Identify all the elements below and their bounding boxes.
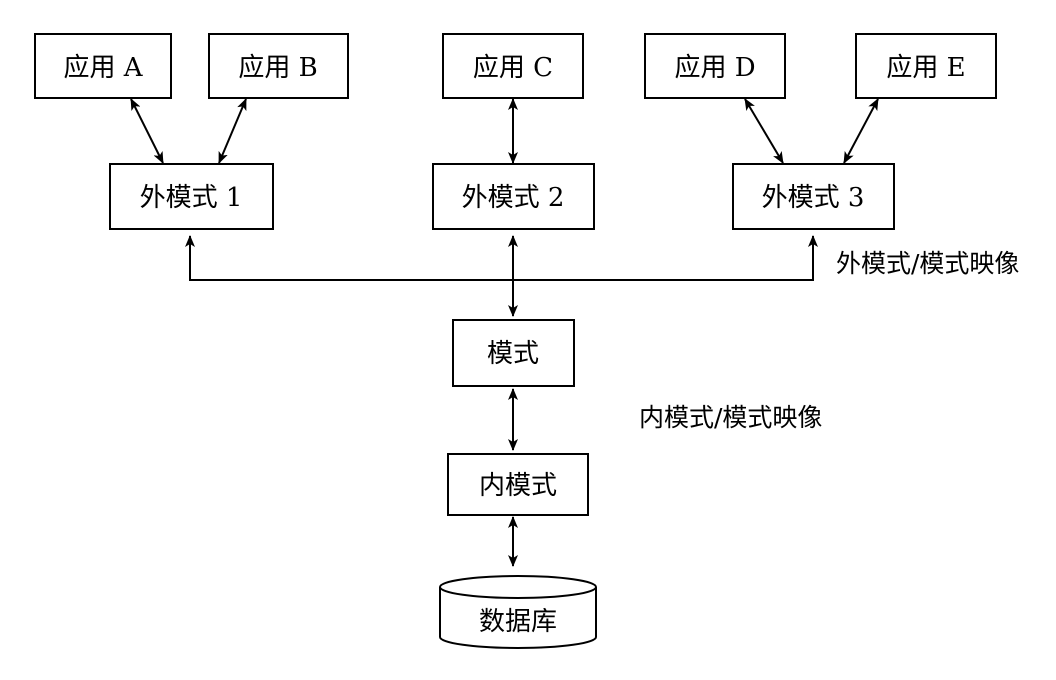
app-label-c: 应用 C — [473, 53, 553, 83]
internal-schema-box: 内模式 — [447, 453, 589, 516]
database-label: 数据库 — [479, 607, 557, 637]
external-schema-box-3: 外模式 3 — [732, 163, 895, 230]
connector-app-a-external-schema-1 — [130, 98, 164, 164]
internal-schema-mapping-label: 内模式/模式映像 — [639, 403, 822, 432]
external-schema-label-2: 外模式 2 — [462, 183, 565, 213]
schema-label: 模式 — [487, 339, 539, 369]
connector-app-d-external-schema-3 — [744, 98, 784, 164]
database-cylinder: 数据库 — [439, 575, 597, 649]
app-box-b: 应用 B — [208, 33, 349, 99]
app-label-a: 应用 A — [63, 53, 143, 83]
external-mapping-bus — [185, 235, 818, 281]
app-box-e: 应用 E — [855, 33, 997, 99]
app-label-b: 应用 B — [238, 53, 317, 83]
app-box-a: 应用 A — [34, 33, 172, 99]
external-schema-box-2: 外模式 2 — [432, 163, 595, 230]
internal-schema-label: 内模式 — [479, 471, 557, 501]
app-box-d: 应用 D — [644, 33, 786, 99]
connector-app-b-external-schema-1 — [218, 98, 247, 164]
connector-app-e-external-schema-3 — [843, 98, 879, 164]
external-schema-mapping-label: 外模式/模式映像 — [836, 249, 1019, 278]
database-cylinder-rim — [439, 586, 597, 599]
schema-box: 模式 — [452, 319, 575, 387]
external-schema-box-1: 外模式 1 — [109, 163, 274, 230]
app-box-c: 应用 C — [442, 33, 584, 99]
external-schema-label-1: 外模式 1 — [140, 183, 243, 213]
app-label-e: 应用 E — [886, 53, 965, 83]
external-schema-label-3: 外模式 3 — [762, 183, 865, 213]
app-label-d: 应用 D — [674, 53, 755, 83]
